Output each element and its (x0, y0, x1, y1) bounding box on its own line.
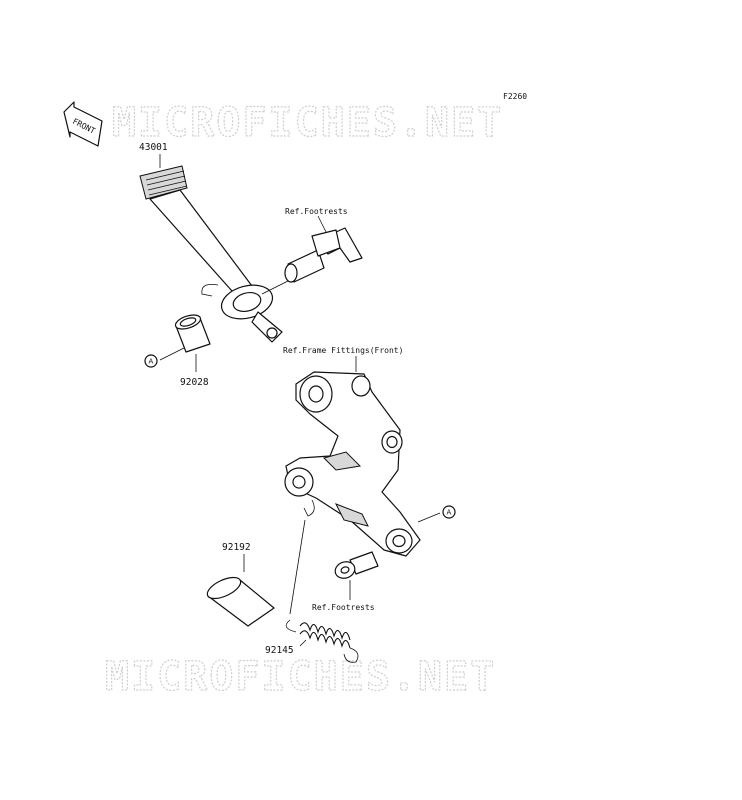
callout-a-left: A (144, 354, 158, 368)
label-ref-footrests-top: Ref.Footrests (285, 207, 348, 216)
watermark-top: MICROFICHES.NET (112, 100, 503, 146)
label-ref-frame-fittings: Ref.Frame Fittings(Front) (283, 346, 403, 355)
collar-92028 (159, 314, 211, 372)
callout-a-right: A (442, 505, 456, 519)
svg-text:A: A (447, 509, 452, 517)
label-92145: 92145 (265, 645, 294, 656)
watermark-bottom: MICROFICHES.NET (105, 654, 496, 700)
label-ref-footrests-bottom: Ref.Footrests (312, 603, 375, 612)
bolt (334, 551, 379, 600)
pivot-shaft (261, 227, 363, 295)
label-92192: 92192 (222, 542, 251, 553)
svg-text:A: A (149, 358, 154, 366)
sleeve-92192 (206, 554, 275, 627)
label-43001: 43001 (139, 142, 168, 153)
label-92028: 92028 (180, 377, 209, 388)
diagram-code: F2260 (503, 92, 527, 101)
spring-92145 (285, 519, 359, 663)
brake-pedal (139, 154, 283, 343)
front-arrow-icon: FRONT (63, 101, 103, 147)
frame-bracket (284, 356, 421, 557)
